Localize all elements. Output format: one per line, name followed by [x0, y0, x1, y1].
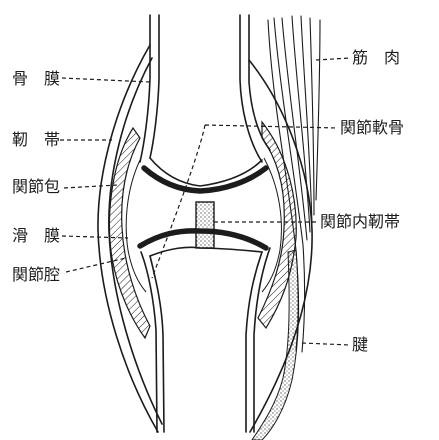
leader-muscle	[316, 58, 350, 60]
label-joint-capsule: 関節包	[12, 178, 60, 196]
label-articular-cartilage: 関節軟骨	[340, 119, 404, 137]
label-tendon: 腱	[352, 336, 368, 354]
label-synovial-membrane: 滑 膜	[12, 227, 60, 245]
intra-articular-ligament	[196, 202, 214, 248]
lower-bone	[141, 247, 270, 432]
leader-tendon	[302, 343, 350, 345]
label-intra-articular-ligament: 関節内靭帯	[320, 213, 400, 231]
label-periosteum: 骨 膜	[12, 70, 60, 88]
label-joint-cavity: 関節腔	[12, 266, 60, 284]
label-ligament: 靭 帯	[12, 131, 60, 149]
leader-periosteum	[62, 78, 150, 82]
leader-joint-capsule	[64, 185, 118, 188]
upper-bone	[140, 15, 270, 186]
label-muscle: 筋 肉	[352, 49, 400, 67]
